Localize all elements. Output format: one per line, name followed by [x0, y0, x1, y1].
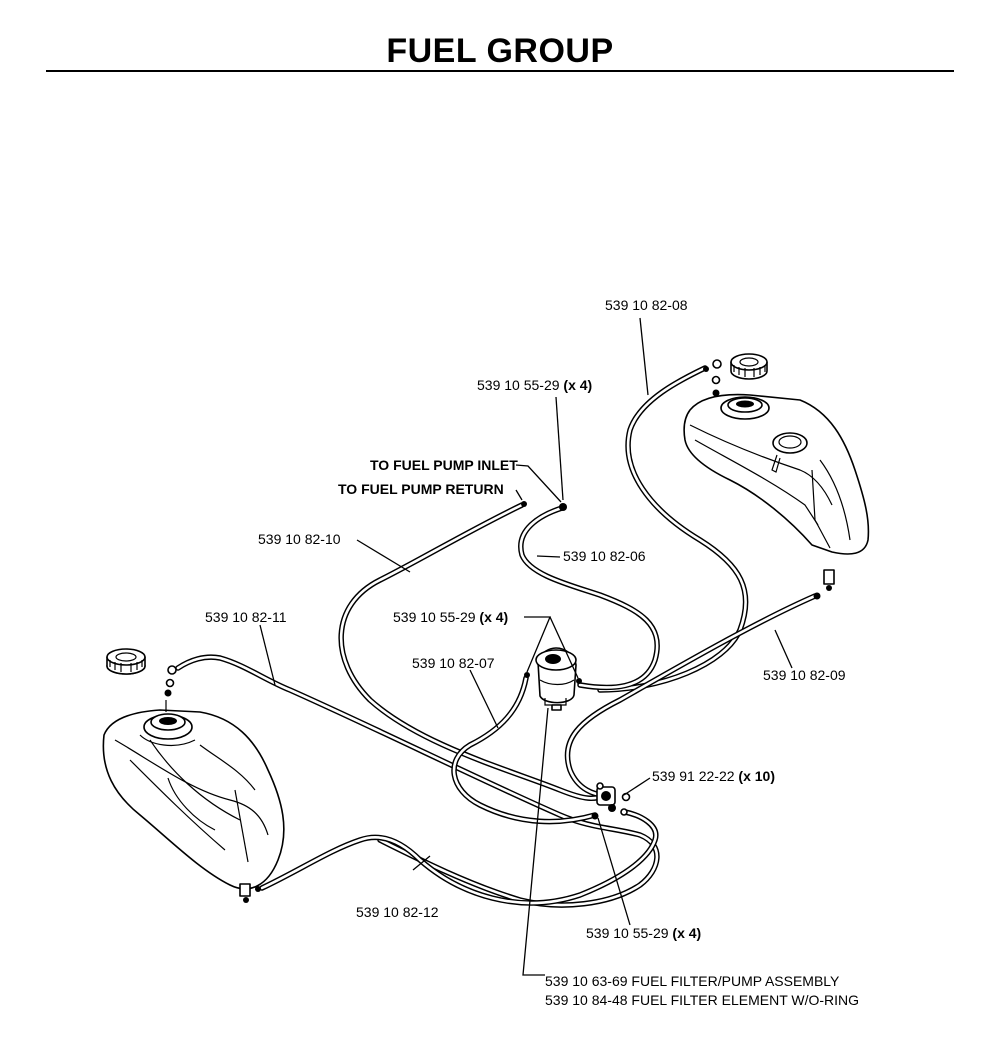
- fuel-filter-pump: [524, 647, 582, 711]
- label-valve: 539 91 22-22 (x 10): [652, 768, 775, 784]
- right-fuel-cap: [730, 353, 768, 380]
- left-fuel-tank: [102, 709, 285, 903]
- label-clamp-mid: 539 10 55-29 (x 4): [393, 609, 508, 625]
- label-filter-assembly: 539 10 63-69 FUEL FILTER/PUMP ASSEMBLY: [545, 973, 840, 989]
- label-hose-82-11: 539 10 82-11: [205, 609, 287, 625]
- label-hose-82-07: 539 10 82-07: [412, 655, 495, 671]
- page-title: FUEL GROUP: [386, 32, 614, 70]
- right-fuel-tank: [683, 393, 870, 591]
- label-hose-82-10: 539 10 82-10: [258, 531, 341, 547]
- label-hose-82-09: 539 10 82-09: [763, 667, 846, 683]
- left-tank-fittings: [164, 665, 177, 712]
- hose-clamps: [255, 366, 821, 892]
- label-filter-element: 539 10 84-48 FUEL FILTER ELEMENT W/O-RIN…: [545, 992, 859, 1008]
- right-tank-fittings: [711, 359, 722, 397]
- label-to-fuel-pump-return: TO FUEL PUMP RETURN: [338, 481, 504, 497]
- label-hose-82-08: 539 10 82-08: [605, 297, 688, 313]
- fuel-hoses: [175, 365, 818, 908]
- title-rule: [46, 70, 954, 72]
- left-fuel-cap: [106, 648, 146, 675]
- label-clamp-bottom: 539 10 55-29 (x 4): [586, 925, 701, 941]
- label-hose-82-12: 539 10 82-12: [356, 904, 439, 920]
- leader-lines: [259, 317, 793, 976]
- valve-cluster: [591, 782, 631, 820]
- label-clamp-top: 539 10 55-29 (x 4): [477, 377, 592, 393]
- hose-82-09: [564, 593, 818, 798]
- label-to-fuel-pump-inlet: TO FUEL PUMP INLET: [370, 457, 518, 473]
- label-hose-82-06: 539 10 82-06: [563, 548, 646, 564]
